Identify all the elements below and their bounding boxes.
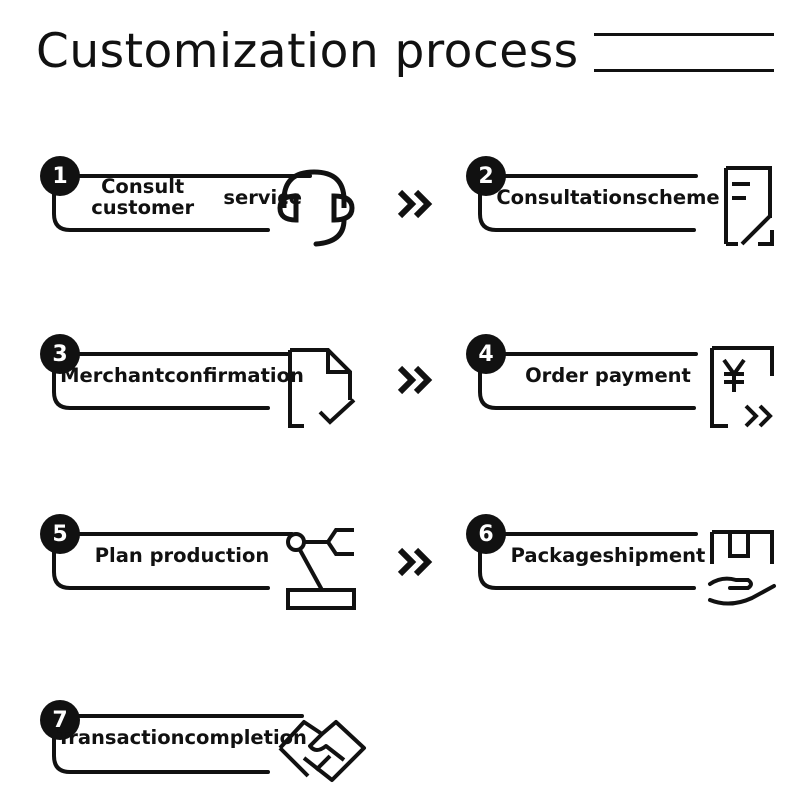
step-frame (52, 352, 292, 410)
step-number-badge: 2 (466, 156, 506, 196)
step-number-badge: 5 (40, 514, 80, 554)
double-chevron-right-icon (397, 547, 433, 577)
document-check-icon (288, 348, 356, 428)
step-4: 4 Order payment (466, 334, 800, 434)
step-label-line: completion (184, 725, 307, 749)
double-chevron-right-icon (397, 189, 433, 219)
step-label: Transaction completion (57, 710, 307, 764)
step-5: 5 Plan production (40, 514, 380, 614)
handshake-icon (278, 720, 366, 782)
step-frame (52, 174, 312, 232)
step-label: Consultation scheme (488, 170, 728, 224)
step-frame (52, 532, 294, 590)
headset-icon (277, 169, 355, 247)
step-label-line: Package (510, 543, 603, 567)
step-frame (478, 532, 698, 590)
step-frame (478, 174, 698, 232)
step-number-badge: 6 (466, 514, 506, 554)
step-label: Package shipment (488, 528, 728, 582)
step-number-badge: 1 (40, 156, 80, 196)
step-2: 2 Consultation scheme (466, 156, 800, 256)
title-rule-top (594, 33, 774, 36)
step-label: Order payment (488, 348, 728, 402)
step-3: 3 Merchant confirmation (40, 334, 380, 434)
step-number-badge: 3 (40, 334, 80, 374)
step-label-line: confirmation (164, 363, 304, 387)
double-chevron-right-icon (397, 365, 433, 395)
step-label-line: Consultation (496, 185, 636, 209)
step-label-line: Transaction (57, 725, 185, 749)
robotic-arm-icon (286, 528, 356, 610)
step-label-line: shipment (602, 543, 706, 567)
step-7: 7 Transaction completion (40, 700, 380, 800)
step-number-badge: 4 (466, 334, 506, 374)
page-title: Customization process (36, 24, 579, 79)
step-frame (52, 714, 304, 774)
step-label-line: Order payment (525, 363, 691, 387)
step-6: 6 Package shipment (466, 514, 800, 614)
edit-document-icon (724, 166, 774, 246)
step-label-line: scheme (635, 185, 720, 209)
package-hand-icon (708, 530, 776, 606)
yuan-payment-icon (710, 346, 774, 428)
step-label: Plan production (62, 528, 302, 582)
step-number-badge: 7 (40, 700, 80, 740)
step-label: Merchant confirmation (60, 348, 304, 402)
step-label: Consult customer service (62, 170, 302, 224)
step-1: 1 Consult customer service (40, 156, 380, 256)
step-label-line: Plan production (94, 543, 270, 567)
step-frame (478, 352, 698, 410)
title-rule-bottom (594, 69, 774, 72)
step-label-line: Merchant (60, 363, 165, 387)
step-label-line: Consult customer (91, 175, 195, 219)
